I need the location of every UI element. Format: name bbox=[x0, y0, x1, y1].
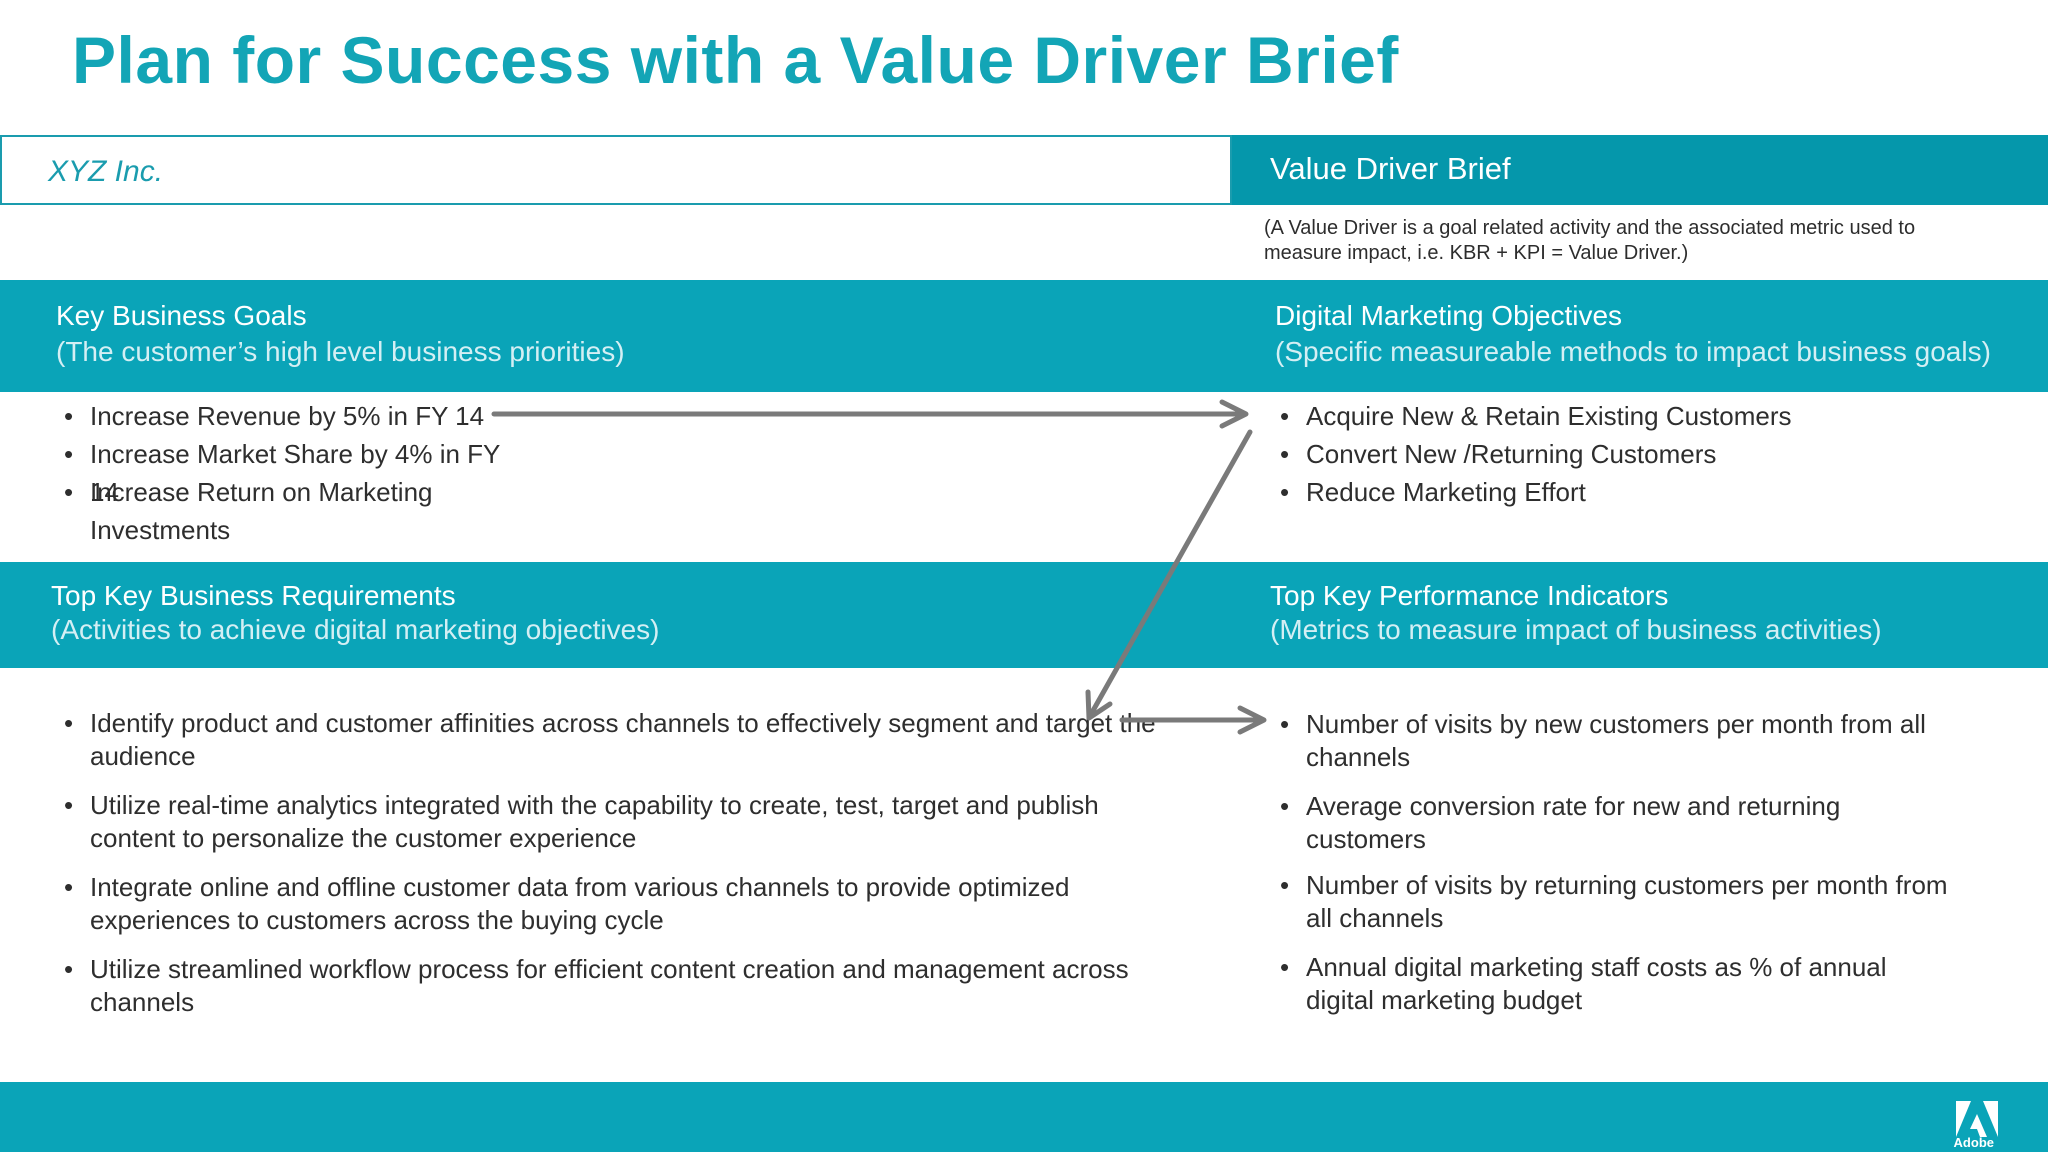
objectives-list: Acquire New & Retain Existing Customers … bbox=[1280, 397, 1980, 511]
goals-list: Increase Revenue by 5% in FY 14 Increase… bbox=[64, 397, 504, 545]
company-name: XYZ Inc. bbox=[48, 155, 164, 188]
requirement-item: Identify product and customer affinities… bbox=[64, 707, 1168, 773]
goal-item: Increase Revenue by 5% in FY 14 bbox=[64, 397, 504, 435]
kpi-item: Annual digital marketing staff costs as … bbox=[1280, 951, 1960, 1017]
kpi-item: Number of visits by returning customers … bbox=[1280, 869, 1960, 935]
kpi-item: Number of visits by new customers per mo… bbox=[1280, 708, 1960, 774]
goals-heading: Key Business Goals bbox=[56, 300, 307, 331]
brief-header: Value Driver Brief bbox=[1232, 135, 2048, 205]
objectives-heading: Digital Marketing Objectives bbox=[1275, 300, 1623, 331]
goal-item: Increase Return on Marketing Investments bbox=[64, 473, 504, 545]
requirements-list: Identify product and customer affinities… bbox=[64, 707, 1168, 1035]
goal-to-objective-arrowhead bbox=[1219, 399, 1249, 429]
objective-item: Acquire New & Retain Existing Customers bbox=[1280, 397, 1980, 435]
requirement-item: Utilize real-time analytics integrated w… bbox=[64, 789, 1168, 855]
adobe-logo-text: Adobe bbox=[1953, 1135, 1994, 1150]
requirements-kpi-band: Top Key Business Requirements (Activitie… bbox=[0, 562, 2048, 668]
requirement-item: Utilize streamlined workflow process for… bbox=[64, 953, 1168, 1019]
brief-note: (A Value Driver is a goal related activi… bbox=[1264, 217, 1916, 264]
objective-item: Convert New /Returning Customers bbox=[1280, 435, 1980, 473]
kpi-heading: Top Key Performance Indicators bbox=[1270, 580, 1669, 611]
objective-to-requirement-arrowhead bbox=[1085, 689, 1113, 721]
requirement-to-kpi-arrowhead bbox=[1237, 705, 1267, 735]
goals-objectives-band: Key Business Goals (The customer’s high … bbox=[0, 280, 2048, 392]
objective-item: Reduce Marketing Effort bbox=[1280, 473, 1980, 511]
requirements-heading: Top Key Business Requirements bbox=[51, 580, 456, 611]
footer-bar: Adobe bbox=[0, 1082, 2048, 1152]
adobe-logo-icon bbox=[1956, 1101, 1998, 1137]
kpi-item: Average conversion rate for new and retu… bbox=[1280, 790, 1960, 854]
kpi-subheading: (Metrics to measure impact of business a… bbox=[1270, 614, 1882, 645]
kpi-list: Number of visits by new customers per mo… bbox=[1280, 708, 1960, 1017]
objective-to-requirement-arrow bbox=[1087, 429, 1253, 719]
goals-subheading: (The customer’s high level business prio… bbox=[56, 336, 625, 367]
page-title: Plan for Success with a Value Driver Bri… bbox=[72, 23, 1399, 97]
requirement-item: Integrate online and offline customer da… bbox=[64, 871, 1168, 937]
goal-item: Increase Market Share by 4% in FY 14 bbox=[64, 435, 504, 507]
objectives-subheading: (Specific measureable methods to impact … bbox=[1275, 336, 1991, 367]
requirements-subheading: (Activities to achieve digital marketing… bbox=[51, 614, 660, 645]
brief-title: Value Driver Brief bbox=[1270, 151, 1511, 186]
company-box: XYZ Inc. bbox=[0, 135, 1232, 205]
